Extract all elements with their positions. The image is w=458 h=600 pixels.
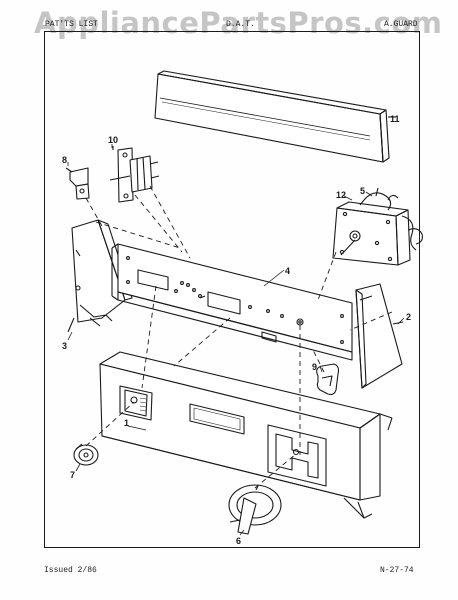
part-9-clip [316, 363, 340, 396]
part-4-control-panel [111, 243, 353, 361]
part-6-timer-knob [228, 484, 282, 535]
part-3-left-end-cap [67, 219, 133, 333]
footer-code: N-27-74 [380, 566, 414, 575]
callout-labels: 11 10 8 12 5 4 3 2 9 1 7 6 [62, 114, 411, 546]
part-11-trim-strip [154, 70, 396, 163]
header-middle: D.A.T. [226, 20, 255, 29]
callout-8: 8 [62, 155, 67, 165]
callout-6: 6 [236, 536, 241, 546]
part-1-front-console [99, 351, 393, 519]
footer-issued: Issued 2/86 [44, 566, 97, 575]
alignment-lines [85, 185, 393, 489]
header-right: A.GUARD [384, 20, 418, 29]
part-12-timer [332, 187, 423, 266]
callout-12: 12 [336, 190, 346, 200]
part-10-switch [109, 146, 160, 203]
callout-10: 10 [108, 135, 118, 145]
callout-1: 1 [124, 418, 129, 428]
callout-11: 11 [390, 114, 400, 124]
part-7-small-knob [73, 443, 99, 466]
header-left: PAT'TS LIST [45, 20, 98, 29]
callout-4: 4 [285, 266, 290, 276]
leader-lines [67, 144, 405, 536]
callout-2: 2 [406, 312, 411, 322]
watermark: AppliancePartsPros.com [34, 6, 443, 40]
part-2-right-end-cap [355, 283, 404, 389]
diagram-frame [44, 31, 420, 548]
callout-7: 7 [70, 470, 75, 480]
callout-9: 9 [312, 362, 317, 372]
part-8-bracket [65, 167, 90, 200]
callout-5: 5 [360, 186, 365, 196]
callout-3: 3 [62, 341, 67, 351]
